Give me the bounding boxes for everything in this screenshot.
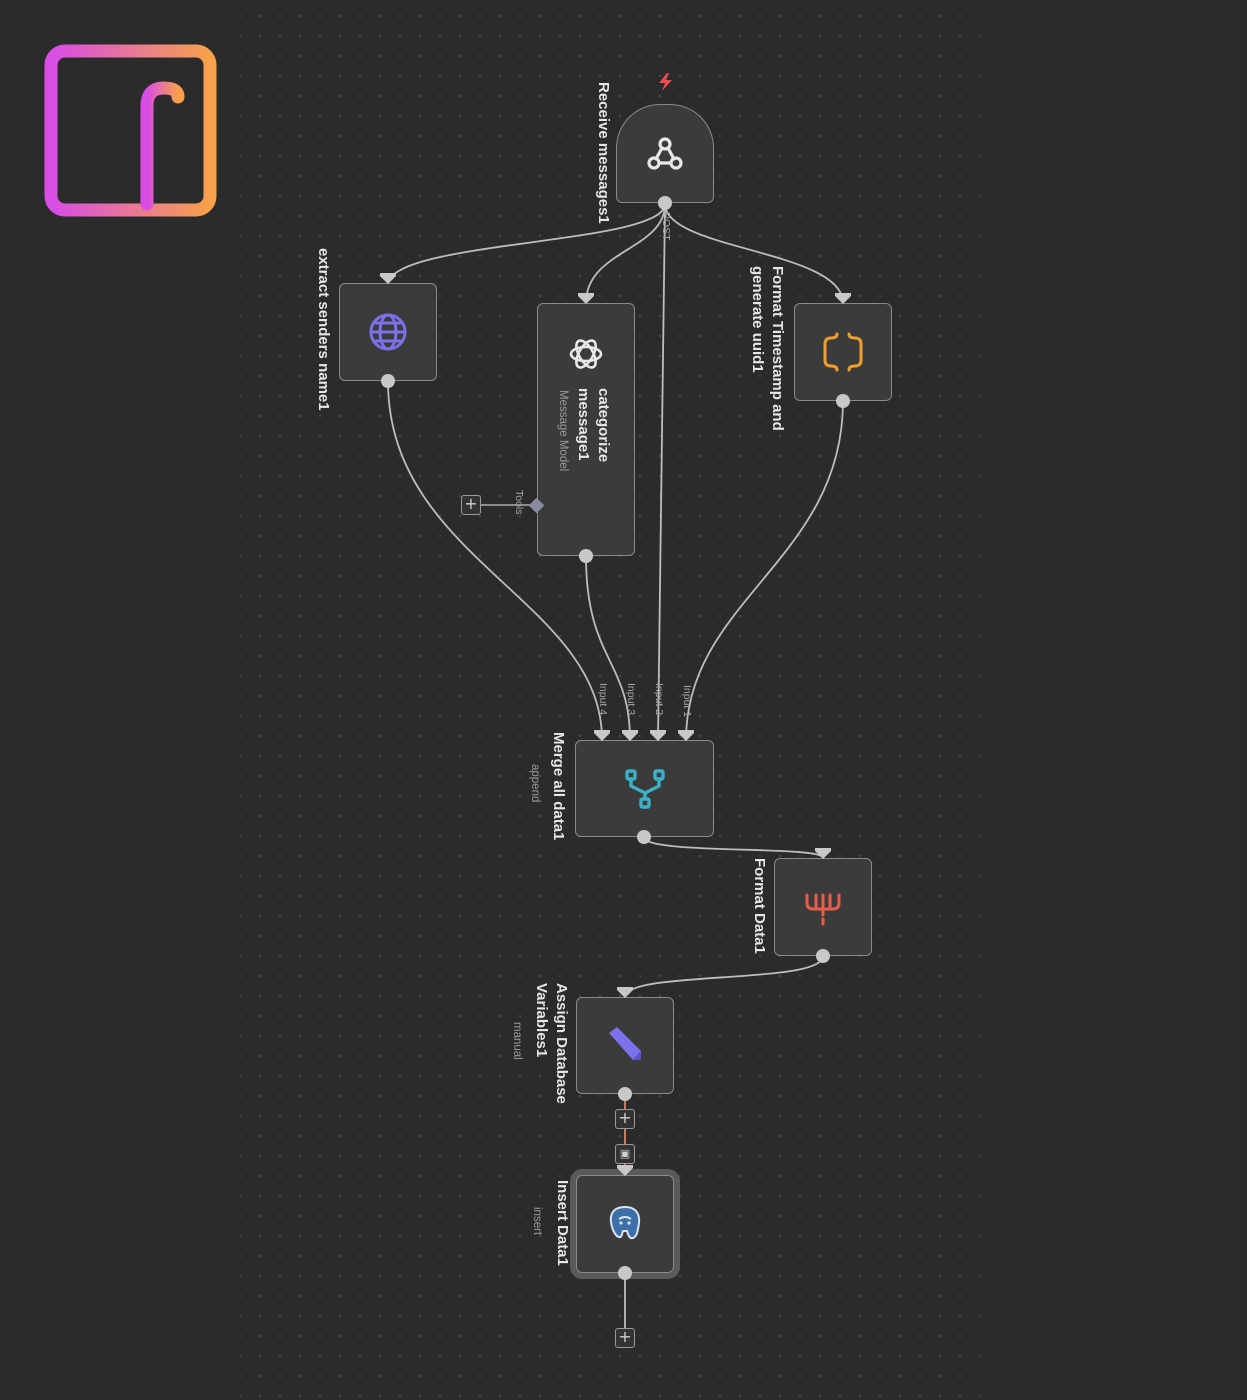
input-handle[interactable] [835,293,851,304]
node-assign-database-variables[interactable] [576,997,674,1094]
add-next-node-button[interactable]: + [615,1328,635,1348]
pen-icon [609,1026,641,1060]
edge-format-timestamp-to-merge-input1 [685,400,844,741]
node-label-merge-all-data: Merge all data1 [550,732,567,841]
node-merge-all-data[interactable] [575,740,714,837]
node-format-data[interactable] [774,858,872,956]
input-handle[interactable] [815,848,831,859]
edge-receive-to-categorize [585,203,666,304]
node-label-insert-data: Insert Data1 [554,1180,571,1266]
node-subtitle-merge-all-data: append [529,764,541,803]
add-tool-button[interactable]: + [461,495,481,515]
input-label-1: Input 1 [681,685,693,718]
input-handle-1[interactable] [678,730,694,741]
output-handle[interactable] [836,394,850,408]
code-fork-icon [805,893,841,926]
edge-extract-to-merge-input4 [387,380,603,741]
tools-connector-label: Tools [513,490,525,515]
edge-receive-to-merge-input2 [657,203,666,741]
add-node-on-connection-button[interactable]: + [615,1109,635,1129]
node-label-extract-senders: extract senders name1 [315,248,332,411]
output-handle[interactable] [381,374,395,388]
output-handle[interactable] [816,949,830,963]
node-label-categorize-message: categorize message1 [575,388,612,463]
input-handle-2[interactable] [650,730,666,741]
globe-icon [369,313,407,351]
output-handle[interactable] [637,830,651,844]
input-label-4: Input 4 [597,683,609,716]
openai-icon [569,339,603,369]
delete-connection-button[interactable]: ▣ [615,1144,635,1164]
node-subtitle-categorize-message: Message Model [557,390,569,472]
node-label-assign-database-variables: Assign Database Variables1 [533,983,570,1104]
input-label-2: Input 2 [653,683,665,716]
edge-categorize-to-merge-input3 [585,555,631,741]
trigger-bolt-icon [659,73,672,91]
edge-receive-to-extract [387,203,666,286]
output-label-post: POST [660,212,672,241]
output-handle[interactable] [618,1087,632,1101]
node-label-receive-messages: Receive messages1 [595,82,612,224]
edge-receive-to-format-timestamp [664,203,844,304]
node-label-format-data: Format Data1 [751,858,768,954]
node-receive-messages[interactable] [616,104,714,203]
merge-icon [624,768,665,809]
output-handle[interactable] [618,1266,632,1280]
node-insert-data[interactable] [576,1175,674,1273]
input-label-3: Input 3 [625,683,637,716]
curly-braces-icon [823,332,863,372]
output-handle[interactable] [658,196,672,210]
edge-merge-to-format-data [643,836,824,859]
input-handle[interactable] [617,987,633,998]
edge-format-data-to-assign [624,955,824,998]
node-label-format-timestamp: Format Timestamp and generate uuid1 [749,266,786,431]
input-handle[interactable] [617,1165,633,1176]
node-format-timestamp[interactable] [794,303,892,401]
facebook-logo-icon [44,44,217,217]
webhook-icon [647,136,683,170]
canvas-dot-grid [240,0,980,1400]
node-extract-senders[interactable] [339,283,437,381]
postgres-icon [609,1205,641,1240]
input-handle[interactable] [380,273,396,284]
output-handle[interactable] [579,549,593,563]
input-handle[interactable] [578,293,594,304]
node-subtitle-insert-data: insert [531,1207,543,1236]
input-handle-3[interactable] [622,730,638,741]
input-handle-4[interactable] [594,730,610,741]
node-subtitle-assign-database-variables: manual [511,1022,523,1060]
